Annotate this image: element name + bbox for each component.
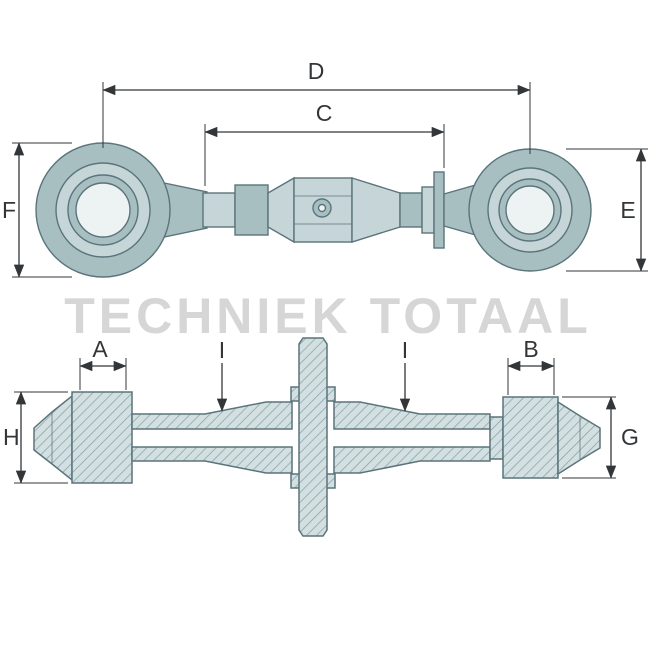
tube-wall-top-left [131,401,293,430]
dim-label-g: G [621,424,639,450]
body-taper-right [351,177,401,243]
body-flange [433,171,445,249]
body-taper-left [267,176,295,244]
tube-wall-bottom-right [333,446,491,474]
body-sleeve [234,184,269,236]
tube-wall-top-right [333,401,491,430]
grease-nipple-hole [317,203,327,213]
dim-label-h: H [3,424,20,450]
center-pin [298,337,328,537]
body-tube-left [202,192,236,228]
dim-label-a: A [92,336,108,362]
dim-label-e: E [620,197,635,223]
body-tube-right [399,192,423,228]
dim-label-c: C [316,100,333,126]
watermark-text: TECHNIEK TOTAAL [64,288,592,344]
dimension-g: G [562,396,639,479]
section-left-block [71,391,133,484]
dimension-c: C [204,100,445,186]
dim-label-i-right: I [402,337,408,363]
dimension-f: F [2,142,72,278]
dim-label-b: B [523,336,538,362]
dim-label-i-left: I [219,337,225,363]
left-ball-bore [75,182,131,238]
section-right-block [502,396,559,479]
section-view [33,337,601,537]
marker-i-left: I [216,337,228,412]
right-ball-bore [505,185,555,235]
side-view [35,142,592,278]
tube-wall-bottom-left [131,446,293,474]
section-left-cone [33,394,73,482]
body-collar [421,186,435,234]
dim-label-d: D [308,58,325,84]
dimension-h: H [3,391,68,484]
dimension-d: D [102,58,531,154]
section-right-neck [489,416,504,460]
dimension-b: B [507,336,555,395]
dimension-a: A [79,336,127,390]
section-right-cone [557,400,601,476]
marker-i-right: I [399,337,411,412]
dimension-e: E [566,148,648,272]
dim-label-f: F [2,197,16,223]
